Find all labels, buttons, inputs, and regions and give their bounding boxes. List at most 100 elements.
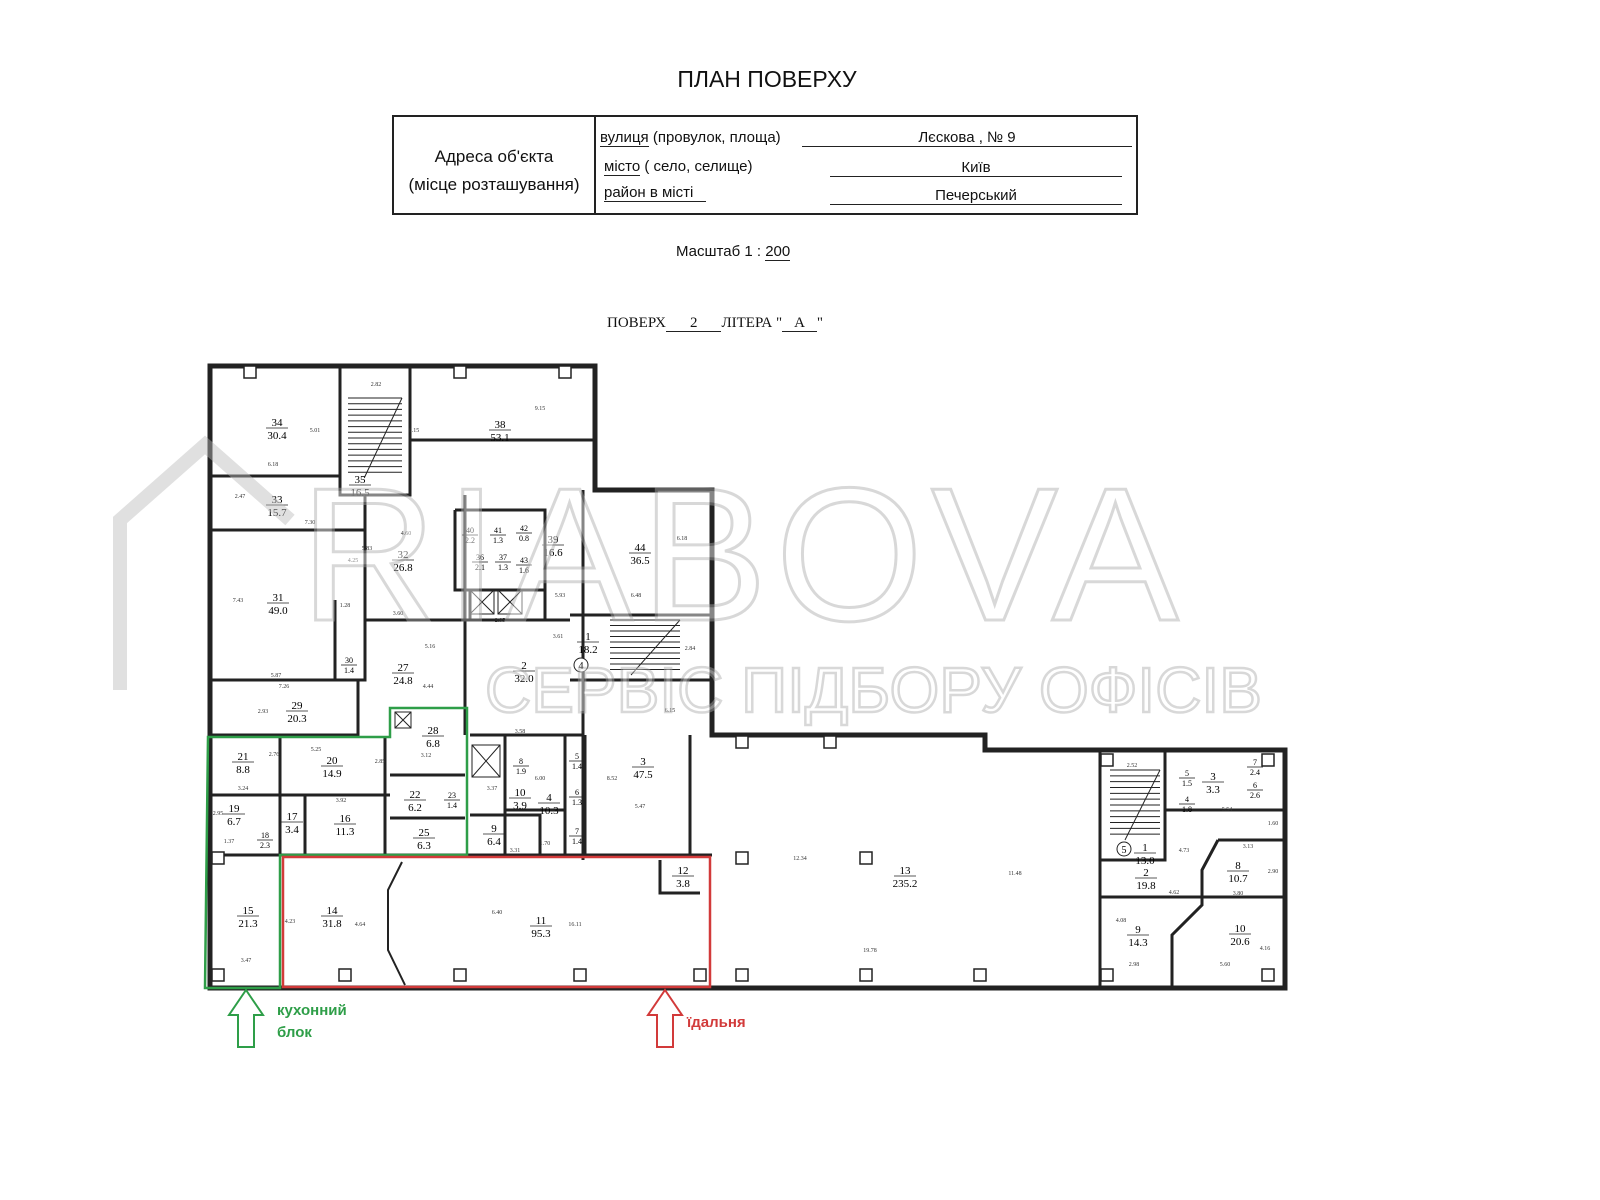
column (1261, 968, 1275, 982)
column (453, 968, 467, 982)
dimension-label: 4.73 (1179, 848, 1190, 854)
room-area: 14.3 (1128, 937, 1148, 949)
dimension-label: 5.93 (555, 593, 566, 599)
room-area: 32.0 (514, 673, 534, 685)
room-number: 10 (1235, 923, 1247, 935)
room-number: 15 (243, 905, 255, 917)
stair-marker-number: 5 (1122, 845, 1127, 856)
room-number: 9 (491, 823, 497, 835)
room-area: 2.1 (475, 563, 485, 572)
room-area: 1.3 (493, 536, 503, 545)
room-area: 53.1 (490, 432, 509, 444)
room-number: 1 (585, 631, 591, 643)
dimension-label: 5.01 (310, 428, 321, 434)
room-label: 33.3 (1202, 771, 1224, 796)
room-area: 2.6 (1250, 791, 1260, 800)
room-area: 36.5 (630, 555, 650, 567)
dimension-label: 6.15 (409, 428, 420, 434)
dimension-label: 2.85 (375, 759, 386, 765)
dimension-label: 6.15 (665, 708, 676, 714)
dimension-label: 5.87 (271, 673, 282, 679)
column (243, 365, 257, 379)
elevator-icon (497, 589, 523, 615)
room-label: 173.4 (281, 811, 303, 836)
dimension-label: 2.93 (258, 709, 269, 715)
scale-text: Масштаб 1 : (676, 243, 762, 260)
room-number: 31 (273, 592, 284, 604)
room-number: 38 (495, 419, 507, 431)
street-label-rest: (провулок, площа) (648, 129, 781, 146)
column (735, 851, 749, 865)
room-number: 29 (292, 700, 304, 712)
watermark-brand: RIABOVA (300, 449, 1187, 661)
room-area: 8.8 (236, 764, 250, 776)
room-number: 17 (287, 811, 299, 823)
room-number: 28 (428, 725, 440, 737)
room-area: 20.3 (287, 713, 307, 725)
room-area: 1.4 (447, 801, 457, 810)
elevator-cross (471, 744, 501, 778)
dimension-label: 3.47 (241, 958, 252, 964)
dimension-label: 3.60 (393, 611, 404, 617)
elevator-icon (394, 711, 412, 729)
address-header-line2: (місце розташування) (408, 175, 580, 194)
room-label: 72.4 (1247, 758, 1263, 777)
room-area: 49.0 (268, 605, 288, 617)
stair-flight (363, 397, 403, 479)
room-label: 301.4 (341, 656, 357, 675)
column (859, 851, 873, 865)
dimension-label: 5.83 (362, 546, 373, 552)
room-area: 6.7 (227, 816, 241, 828)
room-area: 11.3 (336, 826, 355, 838)
room-number: 2 (521, 660, 527, 672)
room-area: 13.0 (1135, 855, 1155, 867)
city-label: місто ( село, селище) (604, 158, 752, 176)
room-label: 219.8 (1135, 867, 1157, 892)
dimension-label: 5.25 (311, 747, 322, 753)
room-area: 31.8 (322, 918, 342, 930)
room-number: 41 (494, 526, 502, 535)
room-label: 411.3 (490, 526, 506, 545)
room-label: 71.4 (569, 827, 585, 846)
room-label: 226.2 (404, 789, 426, 814)
room-area: 3.8 (676, 878, 690, 890)
room-area: 1.5 (1182, 779, 1192, 788)
dimension-label: 3.37 (487, 786, 498, 792)
column (1100, 968, 1114, 982)
room-area: 6.8 (426, 738, 440, 750)
room-label: 256.3 (413, 827, 435, 852)
stair-marker-circle (573, 657, 589, 673)
columns (211, 365, 1275, 982)
room-label: 51.4 (569, 752, 585, 771)
city-label-main: місто (604, 158, 641, 176)
dimension-label: 3.80 (1233, 891, 1244, 897)
room-label: 420.8 (516, 524, 532, 543)
stair-flight (630, 619, 681, 676)
room-number: 32 (398, 549, 409, 561)
dimension-label: 3.61 (553, 634, 564, 640)
district-label: район в місті (604, 184, 706, 202)
room-label: 362.1 (472, 553, 488, 572)
column (211, 968, 225, 982)
room-number: 2 (1143, 867, 1149, 879)
room-label: 371.3 (495, 553, 511, 572)
kitchen-label-line2: блок (277, 1024, 312, 1041)
room-area: 6.2 (408, 802, 422, 814)
room-area: 16.6 (543, 547, 563, 559)
room-number: 12 (678, 865, 689, 877)
room-label: 103.9 (509, 787, 531, 812)
dimension-label: 7.30 (305, 520, 316, 526)
room-number: 8 (1235, 860, 1241, 872)
room-number: 5 (575, 752, 579, 761)
room-number: 8 (519, 757, 523, 766)
dimension-label: 4.08 (1116, 918, 1127, 924)
room-number: 40 (466, 526, 474, 535)
